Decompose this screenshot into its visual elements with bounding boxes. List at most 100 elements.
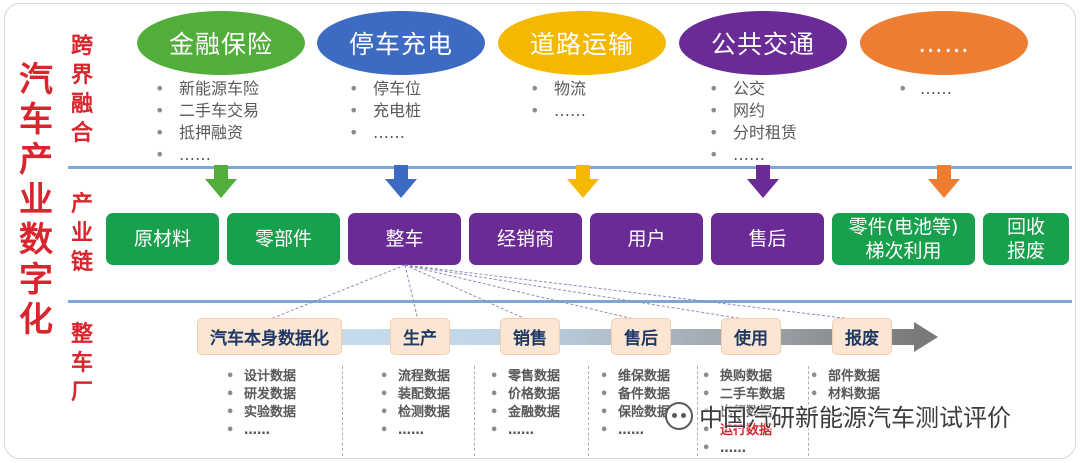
stage-vehicle-data: 汽车本身数据化 (197, 318, 342, 355)
stage-list-vehicle-data: 设计数据 研发数据 实验数据 …… (224, 368, 296, 440)
domain-label: 停车充电 (348, 30, 453, 59)
list-item: 保险数据 (598, 404, 670, 422)
down-arrow-icon (385, 165, 417, 198)
domain-oval-more: …… (860, 11, 1028, 75)
divider (697, 366, 698, 456)
list-item: …… (700, 440, 785, 458)
stage-list-scrap: 部件数据 材料数据 …… (808, 368, 880, 422)
domain-oval-finance: 金融保险 (137, 11, 305, 75)
list-item: …… (598, 422, 670, 440)
list-item: …… (155, 144, 259, 166)
list-item: 实验数据 (224, 404, 296, 422)
chain-box-vehicle: 整车 (348, 213, 461, 265)
separator-bottom (68, 300, 1072, 303)
list-item: 二手车数据 (700, 386, 785, 404)
list-item: 部件数据 (808, 368, 880, 386)
down-arrow-icon (928, 165, 960, 198)
stage-list-production: 流程数据 装配数据 检测数据 …… (378, 368, 450, 440)
chain-box-battery-reuse: 零件(电池等)梯次利用 (832, 213, 975, 265)
list-item: 装配数据 (378, 386, 450, 404)
flow-arrow-head (914, 322, 938, 352)
watermark: 中国汽研新能源汽车测试评价 (665, 398, 1011, 433)
domain-oval-transport: 道路运输 (498, 11, 666, 75)
list-item: 充电桩 (349, 100, 421, 122)
stage-label: 报废 (845, 329, 879, 349)
chain-box-components: 零部件 (227, 213, 340, 265)
domain-label: 金融保险 (168, 30, 273, 59)
list-item: …… (378, 422, 450, 440)
chain-box-raw-material: 原材料 (106, 213, 219, 265)
domain-label: …… (918, 28, 970, 58)
list-item: …… (530, 100, 586, 122)
down-arrow-icon (747, 165, 779, 198)
side-label-cross: 跨界融合 (62, 32, 102, 148)
domain-list-parking: 停车位 充电桩 …… (349, 78, 421, 144)
wechat-icon (665, 401, 693, 430)
separator-top (68, 166, 1072, 169)
list-item: 金融数据 (488, 404, 560, 422)
stage-after-sales: 售后 (611, 318, 671, 355)
list-item: 材料数据 (808, 386, 880, 404)
stage-usage: 使用 (721, 318, 781, 355)
list-item: …… (808, 404, 880, 422)
watermark-text: 中国汽研新能源汽车测试评价 (699, 404, 1011, 432)
stage-list-sales: 零售数据 价格数据 金融数据 …… (488, 368, 560, 440)
list-item: 公交 (709, 78, 797, 100)
chain-box-dealer: 经销商 (469, 213, 582, 265)
list-item: 流程数据 (378, 368, 450, 386)
stage-list-after-sales: 维保数据 备件数据 保险数据 …… (598, 368, 670, 440)
stage-label: 售后 (624, 329, 658, 349)
list-item: …… (898, 78, 952, 100)
list-item: …… (709, 144, 797, 166)
stage-label: 汽车本身数据化 (210, 329, 329, 349)
list-item: 分时租赁 (709, 122, 797, 144)
chain-label: 售后 (748, 228, 787, 250)
side-label-chain-text: 产业链 (70, 192, 93, 275)
chain-label: 零件(电池等)梯次利用 (848, 216, 959, 262)
chain-label: 原材料 (133, 228, 191, 250)
side-label-chain: 产业链 (62, 190, 102, 277)
chain-label: 用户 (627, 228, 666, 250)
list-item: 新能源车险 (155, 78, 259, 100)
list-item: 研发数据 (224, 386, 296, 404)
stage-scrap: 报废 (832, 318, 892, 355)
list-item: 出行数据 (700, 404, 785, 422)
diagram-frame (4, 3, 1076, 459)
main-title: 汽车产业数字化 (14, 60, 58, 340)
list-item: 物流 (530, 78, 586, 100)
domain-oval-parking: 停车充电 (317, 11, 485, 75)
chain-box-recycling: 回收报废 (983, 213, 1069, 265)
stage-sales: 销售 (500, 318, 560, 355)
chain-label: 整车 (385, 228, 424, 250)
list-item: 停车位 (349, 78, 421, 100)
domain-oval-public-transit: 公共交通 (679, 11, 847, 75)
domain-label: 公共交通 (710, 30, 815, 59)
domain-list-transport: 物流 …… (530, 78, 586, 122)
list-item: 价格数据 (488, 386, 560, 404)
domain-label: 道路运输 (529, 30, 634, 59)
stage-list-usage: 换购数据 二手车数据 出行数据 运行数据 …… (700, 368, 785, 458)
stage-production: 生产 (390, 318, 450, 355)
main-title-text: 汽车产业数字化 (19, 60, 53, 340)
divider (342, 366, 343, 456)
down-arrow-icon (205, 165, 237, 198)
list-item: 零售数据 (488, 368, 560, 386)
stage-label: 生产 (403, 329, 437, 349)
chain-box-user: 用户 (590, 213, 703, 265)
chain-label: 零部件 (254, 228, 312, 250)
list-item: 抵押融资 (155, 122, 259, 144)
list-item: 二手车交易 (155, 100, 259, 122)
divider (474, 366, 475, 456)
stage-label: 使用 (734, 329, 768, 349)
list-item: 换购数据 (700, 368, 785, 386)
chain-label: 回收报废 (1006, 216, 1045, 262)
list-item: 设计数据 (224, 368, 296, 386)
list-item: …… (224, 422, 296, 440)
list-item: 网约 (709, 100, 797, 122)
stage-label: 销售 (513, 329, 547, 349)
down-arrow-icon (567, 165, 599, 198)
chain-label: 经销商 (496, 228, 554, 250)
side-label-oem-text: 整车厂 (70, 322, 93, 405)
domain-list-more: …… (898, 78, 952, 100)
